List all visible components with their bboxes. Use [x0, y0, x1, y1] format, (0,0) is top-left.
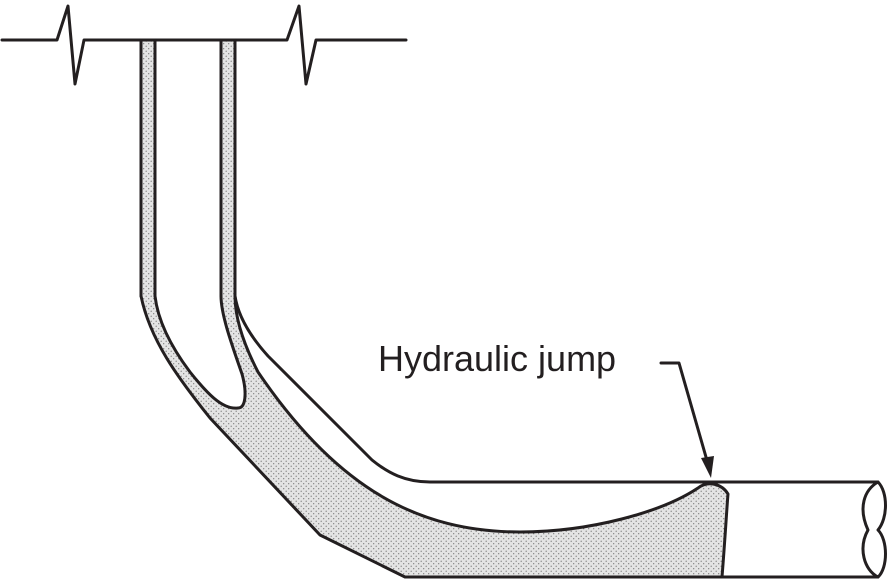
pipe-top-wall [233, 294, 724, 484]
water-films [141, 40, 728, 577]
hydraulic-jump-arrowhead [701, 456, 714, 478]
hydraulic-jump-leader [659, 361, 710, 466]
pipe-break-symbol [861, 480, 887, 579]
water-free-surface [233, 294, 730, 579]
ground-line [0, 4, 408, 86]
hydraulic-jump-label: Hydraulic jump [378, 338, 617, 379]
pipe-bottom-wall [139, 294, 724, 579]
water-film-left-wall [141, 40, 155, 296]
film-boundary-left [153, 294, 247, 410]
water-film-right-wall [221, 40, 235, 296]
